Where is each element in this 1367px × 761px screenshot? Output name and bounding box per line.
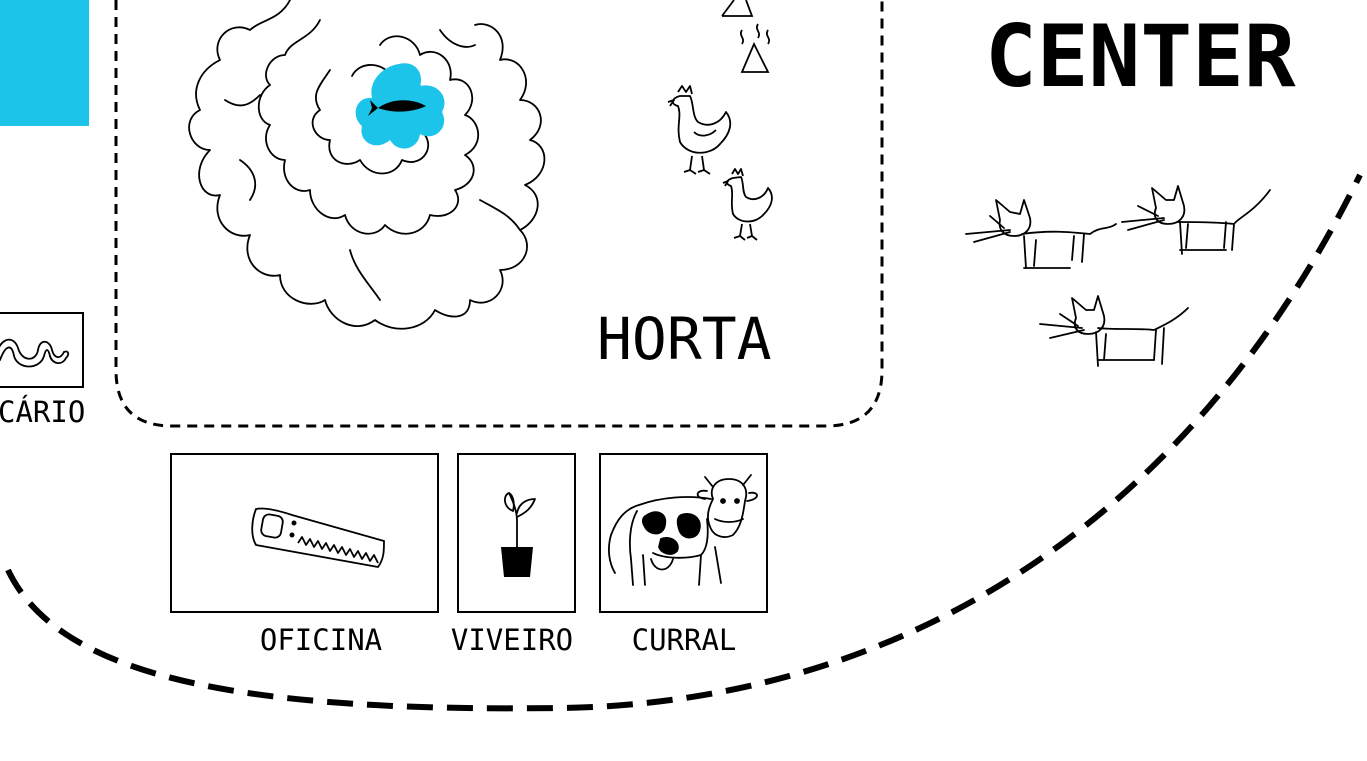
left-partial-label: CÁRIO <box>0 395 86 429</box>
hen-icon <box>667 85 732 175</box>
seedling-pot-icon <box>501 492 536 577</box>
curral-box[interactable] <box>599 453 768 613</box>
accent-block <box>0 0 89 126</box>
viveiro-box[interactable] <box>457 453 576 613</box>
worm-icon <box>0 338 70 368</box>
cats-group <box>965 185 1271 367</box>
left-partial-box[interactable] <box>0 312 84 388</box>
facility-label-viveiro: VIVEIRO <box>450 623 574 657</box>
cat-icon <box>1121 185 1271 255</box>
oficina-box[interactable] <box>170 453 439 613</box>
compost-heap-icon <box>721 0 771 73</box>
saw-icon <box>251 507 385 568</box>
fish-icon <box>355 63 445 149</box>
horta-label: HORTA <box>597 305 772 373</box>
maze-icon <box>188 0 546 330</box>
facility-label-curral: CURRAL <box>631 623 737 657</box>
facility-label-oficina: OFICINA <box>259 623 383 657</box>
page-title: CENTER <box>985 7 1296 107</box>
cow-icon <box>608 474 758 586</box>
cat-icon <box>965 199 1117 269</box>
hen-icon <box>722 168 773 241</box>
horta-boundary <box>114 0 884 428</box>
cat-icon <box>1039 295 1189 367</box>
